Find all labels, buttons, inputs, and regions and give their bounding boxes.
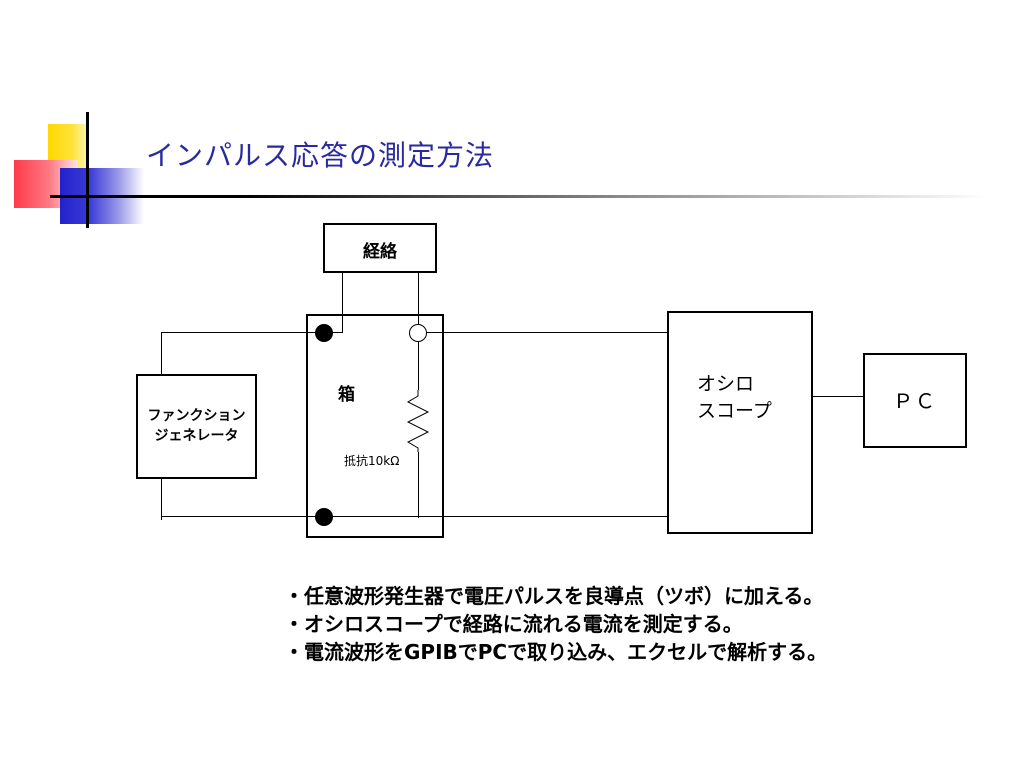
wire-bottom [161, 516, 668, 517]
title-underline [50, 195, 990, 198]
bullet-item: ・電流波形をGPIBでPCで取り込み、エクセルで解析する。 [284, 640, 828, 664]
pc-label: ＰＣ [893, 389, 937, 413]
wire-meridian-left [342, 272, 343, 333]
bullet-item: ・任意波形発生器で電圧パルスを良導点（ツボ）に加える。 [284, 584, 824, 608]
function-generator-label-line1: ファンクション [147, 408, 246, 424]
electrode-node-top-right [409, 324, 427, 342]
wire-osc-pc [812, 396, 864, 397]
meridian-label: 経絡 [363, 242, 397, 262]
function-generator-label-line2: ジェネレータ [154, 428, 239, 444]
meridian-box: 経絡 [323, 223, 437, 273]
decor-vertical-line [86, 112, 89, 228]
bullet-list: ・任意波形発生器で電圧パルスを良導点（ツボ）に加える。 ・オシロスコープで経路に… [284, 582, 827, 666]
page-title: インパルス応答の測定方法 [146, 139, 495, 172]
wire-top-right [426, 332, 668, 333]
oscilloscope-box: オシロ スコープ [667, 311, 813, 534]
oscilloscope-label-line2: スコープ [697, 400, 772, 422]
wire-resistor-bottom [418, 452, 419, 518]
pc-box: ＰＣ [863, 353, 967, 448]
resistor-icon [406, 390, 430, 452]
bullet-item: ・オシロスコープで経路に流れる電流を測定する。 [284, 612, 743, 636]
resistor-label: 抵抗10kΩ [344, 454, 400, 468]
wire-resistor-top [418, 341, 419, 390]
test-box-label: 箱 [338, 385, 355, 405]
wire-top-left [161, 332, 307, 333]
wire-fg-top [161, 332, 162, 375]
test-box: 箱 抵抗10kΩ [306, 314, 444, 538]
wire-meridian-right [418, 272, 419, 325]
oscilloscope-label-line1: オシロ [697, 373, 755, 395]
electrode-node-top-left [315, 324, 333, 342]
electrode-node-bottom [315, 508, 333, 526]
wire-fg-bottom [161, 478, 162, 520]
function-generator-box: ファンクション ジェネレータ [136, 374, 257, 479]
